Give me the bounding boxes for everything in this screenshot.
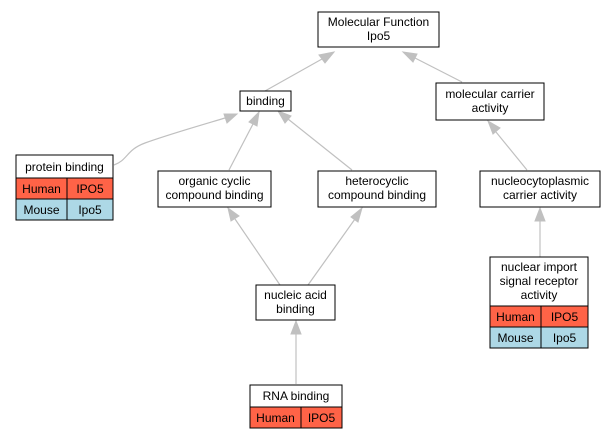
node-molecular-function-line-2: Ipo5 (367, 29, 391, 43)
node-nuclear-import-signal-receptor-activity[interactable]: nuclear import signal receptor activity … (489, 256, 589, 349)
node-protein-binding[interactable]: protein binding Human IPO5 Mouse Ipo5 (15, 154, 114, 221)
rna-binding-human-gene: IPO5 (308, 411, 336, 425)
edge-nucleic-acid-to-organic-cyclic (227, 206, 281, 286)
protein-binding-human-gene: IPO5 (76, 182, 104, 196)
nuclear-import-human-gene: IPO5 (551, 310, 579, 324)
rna-binding-human-row: Human IPO5 (249, 406, 343, 429)
mouse-gene-cell (66, 198, 114, 221)
nuclear-import-mouse-gene: Ipo5 (553, 331, 577, 345)
protein-binding-human-row: Human IPO5 (15, 177, 114, 200)
node-molecular-function[interactable]: Molecular Function Ipo5 (317, 11, 440, 48)
edge-molecular-carrier-activity-to-molecular-function (401, 51, 463, 83)
edge-heterocyclic-to-binding (276, 110, 353, 171)
node-nucleic-acid-line-2: binding (276, 302, 315, 316)
edge-nucleic-acid-to-heterocyclic (307, 206, 363, 286)
node-molecular-carrier-activity-line-1: molecular carrier (445, 87, 534, 101)
protein-binding-human-species: Human (22, 182, 61, 196)
node-nucleocytoplasmic-carrier-activity[interactable]: nucleocytoplasmic carrier activity (479, 170, 601, 208)
node-molecular-function-line-1: Molecular Function (328, 15, 429, 29)
node-nuclear-import-line-2: signal receptor (500, 274, 579, 288)
node-heterocyclic-line-2: compound binding (328, 188, 426, 202)
edge-rna-binding-to-nucleic-acid (290, 319, 302, 384)
node-molecular-carrier-activity[interactable]: molecular carrier activity (435, 82, 545, 121)
nuclear-import-human-species: Human (496, 310, 535, 324)
protein-binding-mouse-species: Mouse (23, 203, 59, 217)
node-binding[interactable]: binding (239, 90, 292, 112)
node-nuclear-import-line-3: activity (521, 288, 558, 302)
nuclear-import-mouse-species: Mouse (497, 331, 533, 345)
node-rna-binding[interactable]: RNA binding Human IPO5 (249, 384, 343, 429)
edge-nucleocytoplasmic-to-molecular-carrier (487, 119, 528, 171)
node-nucleocytoplasmic-line-1: nucleocytoplasmic (491, 174, 589, 188)
edge-organic-cyclic-to-binding (228, 110, 260, 171)
protein-binding-mouse-row: Mouse Ipo5 (15, 198, 114, 221)
node-protein-binding-label: protein binding (25, 160, 104, 174)
human-gene-cell (300, 406, 343, 429)
node-organic-cyclic-compound-binding[interactable]: organic cyclic compound binding (157, 170, 272, 208)
node-heterocyclic-line-1: heterocyclic (345, 174, 408, 188)
edge-nuclear-import-to-nucleocytoplasmic (534, 206, 546, 257)
node-nuclear-import-line-1: nuclear import (501, 260, 578, 274)
node-binding-label: binding (246, 94, 285, 108)
node-nucleic-acid-binding[interactable]: nucleic acid binding (255, 284, 336, 321)
node-organic-cyclic-line-1: organic cyclic (178, 174, 250, 188)
rna-binding-human-species: Human (256, 411, 295, 425)
node-organic-cyclic-line-2: compound binding (165, 188, 263, 202)
node-nucleic-acid-line-1: nucleic acid (264, 288, 327, 302)
mouse-gene-cell (540, 326, 589, 349)
node-heterocyclic-compound-binding[interactable]: heterocyclic compound binding (317, 170, 437, 208)
node-nucleocytoplasmic-line-2: carrier activity (503, 188, 577, 202)
edge-binding-to-molecular-function (264, 51, 336, 92)
node-rna-binding-label: RNA binding (263, 389, 330, 403)
nuclear-import-human-row: Human IPO5 (489, 305, 589, 328)
node-molecular-carrier-activity-line-2: activity (472, 101, 509, 115)
nuclear-import-mouse-row: Mouse Ipo5 (489, 326, 589, 349)
edges (113, 51, 546, 384)
edge-protein-binding-to-binding (113, 113, 239, 166)
protein-binding-mouse-gene: Ipo5 (78, 203, 102, 217)
